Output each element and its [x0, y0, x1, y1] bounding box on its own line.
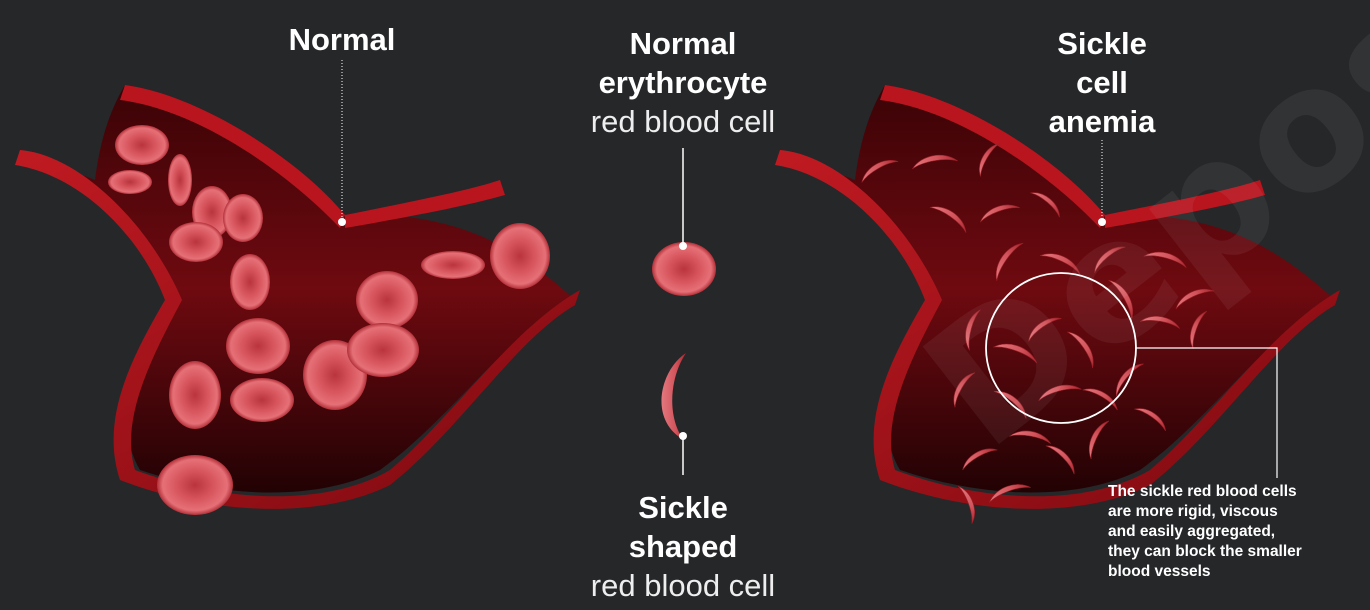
- note-line: The sickle red blood cells: [1108, 482, 1358, 502]
- sickle-shaped-leader-dot: [679, 432, 687, 440]
- normal-erythrocyte-cell: [652, 242, 716, 296]
- sickle-shaped-label: Sickle shaped red blood cell: [543, 488, 823, 605]
- sickle-vessel-inner: [780, 85, 1335, 493]
- normal-cell: [169, 361, 221, 429]
- normal-cell: [223, 194, 263, 242]
- sickle-cell-anemia-label: Sickle cell anemia: [1022, 24, 1182, 141]
- erythrocyte-leader-dot: [679, 242, 687, 250]
- normal-label: Normal: [262, 24, 422, 55]
- sickle-shaped-line2: shaped: [543, 527, 823, 566]
- sickle-cell-anemia-line1: Sickle: [1022, 24, 1182, 63]
- center-cells: [652, 242, 716, 440]
- normal-cell: [115, 125, 169, 165]
- normal-cell: [230, 254, 270, 310]
- normal-cell: [157, 455, 233, 515]
- normal-cell: [347, 323, 419, 377]
- note-line: and easily aggregated,: [1108, 522, 1358, 542]
- normal-erythrocyte-line1: Normal: [543, 24, 823, 63]
- normal-cell: [168, 154, 192, 206]
- normal-cell: [356, 271, 418, 329]
- note-line: blood vessels: [1108, 562, 1358, 582]
- normal-cell: [230, 378, 294, 422]
- normal-erythrocyte-line2: erythrocyte: [543, 63, 823, 102]
- normal-cell: [169, 222, 223, 262]
- normal-cell: [226, 318, 290, 374]
- note-line: are more rigid, viscous: [1108, 502, 1358, 522]
- normal-erythrocyte-label: Normal erythrocyte red blood cell: [543, 24, 823, 141]
- normal-vessel: [15, 85, 580, 509]
- normal-vessel-inner: [20, 85, 575, 493]
- sickle-shaped-line1: Sickle: [543, 488, 823, 527]
- aggregation-note: The sickle red blood cells are more rigi…: [1108, 482, 1358, 582]
- sickle-cell-anemia-line2: cell: [1022, 63, 1182, 102]
- sickle-cell-anemia-line3: anemia: [1022, 102, 1182, 141]
- sickle-shaped-cell: [661, 353, 686, 440]
- anemia-leader-dot: [1098, 218, 1106, 226]
- normal-erythrocyte-line3: red blood cell: [543, 102, 823, 141]
- normal-cell: [108, 170, 152, 194]
- sickle-vessel: [775, 85, 1340, 509]
- sickle-shaped-line3: red blood cell: [543, 566, 823, 605]
- normal-leader-dot: [338, 218, 346, 226]
- normal-cell: [421, 251, 485, 279]
- normal-cell: [490, 223, 550, 289]
- normal-label-text: Normal: [262, 24, 422, 55]
- note-line: they can block the smaller: [1108, 542, 1358, 562]
